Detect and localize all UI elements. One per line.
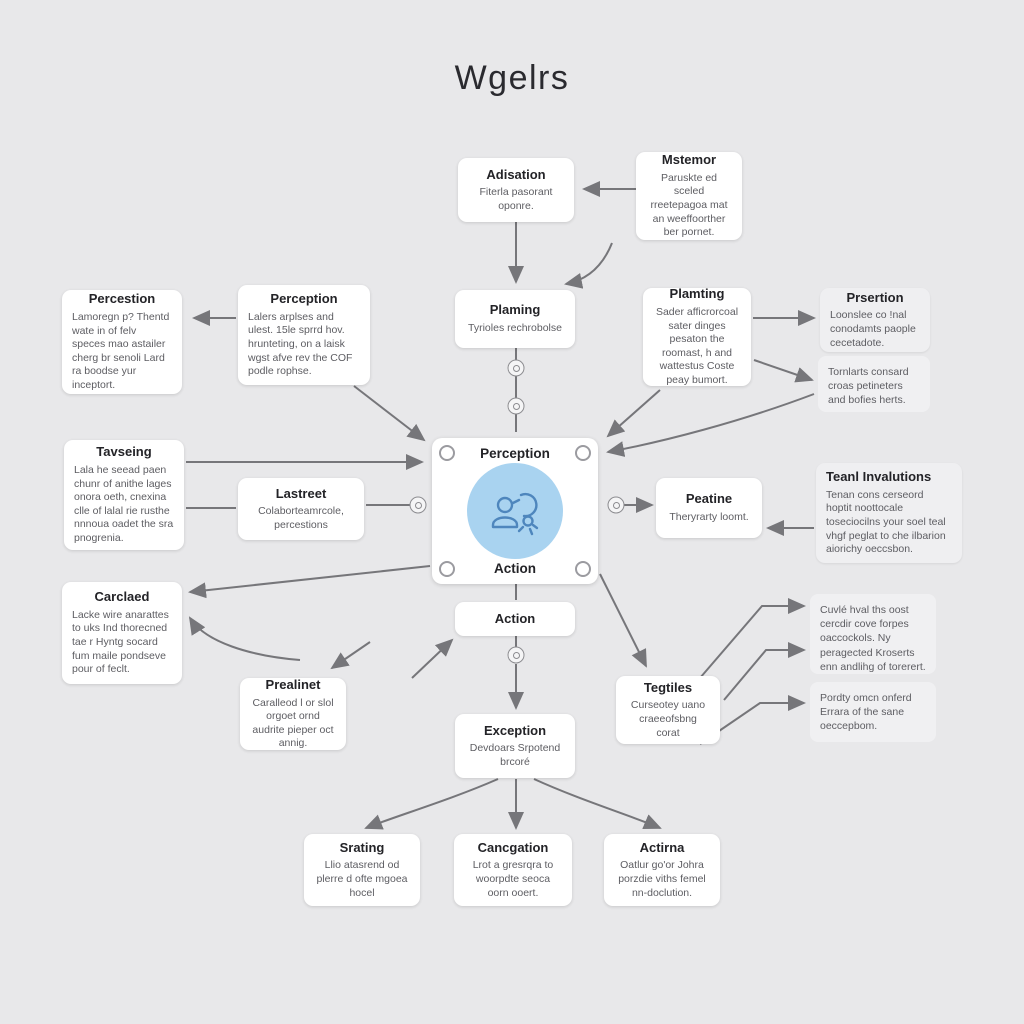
node-tegtiles[interactable]: Tegtiles Curseotey uano craeeofsbng cora…: [616, 676, 720, 744]
node-body: Llio atasrend od plerre d ofte mgoea hoc…: [316, 859, 408, 899]
node-perception[interactable]: Perception Lalers arplses and ulest. 15l…: [238, 285, 370, 385]
central-top-label: Perception: [480, 446, 550, 461]
node-body: Lala he seead paen chunr of anithe lages…: [74, 463, 174, 545]
node-body: Lrot a gresrqra to woorpdte seoca oorn o…: [472, 859, 554, 899]
people-robot-icon: [467, 463, 563, 559]
node-plaming[interactable]: Plaming Tyrioles rechrobolse: [455, 290, 575, 348]
node-title: Actirna: [639, 839, 685, 855]
node-peatine[interactable]: Peatine Theryrarty loomt.: [656, 478, 762, 538]
corner-circle-icon: [575, 561, 591, 577]
node-title: Perception: [270, 291, 338, 307]
node-body: Theryrarty loomt.: [669, 510, 749, 523]
central-node[interactable]: Perception Action: [432, 438, 598, 584]
node-body: Oatlur go'or Johra porzdie viths femel n…: [618, 859, 706, 899]
node-body: Caralleod l or slol orgoet ornd audrite …: [252, 696, 334, 750]
connector-badge-icon: [607, 496, 625, 514]
arrow-exception-actirna: [533, 778, 662, 830]
node-prsertion[interactable]: Prsertion Loonslee co !nal conodamts pao…: [820, 288, 930, 352]
node-body: Lalers arplses and ulest. 15le sprrd hov…: [248, 310, 353, 378]
node-title: Mstemor: [661, 152, 717, 168]
node-title: Peatine: [685, 491, 733, 507]
node-body: Tenan cons cerseord hoptit noottocale to…: [826, 488, 946, 556]
node-exception[interactable]: Exception Devdoars Srpotend brcoré: [455, 714, 575, 778]
node-body: Loonslee co !nal conodamts paople ceceta…: [830, 309, 916, 349]
node-carclaed[interactable]: Carclaed Lacke wire anarattes to uks Ind…: [62, 582, 182, 684]
node-body: Tyrioles rechrobolse: [468, 321, 562, 334]
node-title: Lastreet: [275, 485, 327, 501]
arrow-plamting-central: [606, 389, 661, 438]
node-tavseing[interactable]: Tavseing Lala he seead paen chunr of ani…: [64, 440, 184, 550]
connector-badge-icon: [409, 496, 427, 514]
node-title: Cancgation: [477, 839, 549, 855]
arrow-central-carclaed: [188, 565, 431, 599]
arrow-central-tegtiles: [599, 573, 647, 668]
node-title: Percestion: [88, 291, 156, 307]
arrow-plamting-tornlarts: [753, 359, 814, 383]
node-title: Tavseing: [96, 444, 152, 460]
node-title: Carclaed: [94, 589, 150, 605]
node-body: Devdoars Srpotend brcoré: [469, 742, 561, 768]
panel-body: Tornlarts consard croas petineters and b…: [828, 366, 909, 407]
node-title: Plamting: [669, 286, 725, 302]
connector-badge-icon: [507, 646, 525, 664]
corner-circle-icon: [439, 445, 455, 461]
node-body: Lamoregn p? Thentd wate in of felv spece…: [72, 310, 170, 392]
node-action[interactable]: Action: [455, 602, 575, 636]
node-title: Prsertion: [846, 289, 904, 305]
panel-tornlarts[interactable]: Tornlarts consard croas petineters and b…: [818, 356, 930, 412]
node-body: Curseotey uano craeeofsbng corat: [630, 699, 706, 739]
node-title: Srating: [339, 839, 385, 855]
node-srating[interactable]: Srating Llio atasrend od plerre d ofte m…: [304, 834, 420, 906]
node-prealinet[interactable]: Prealinet Caralleod l or slol orgoet orn…: [240, 676, 346, 750]
arrow-tegtiles-cuvle-2: [723, 642, 806, 701]
node-title: Plaming: [489, 302, 541, 318]
node-title: Exception: [483, 722, 547, 738]
node-cancgation[interactable]: Cancgation Lrot a gresrqra to woorpdte s…: [454, 834, 572, 906]
node-title: Action: [494, 611, 536, 627]
node-lastreet[interactable]: Lastreet Colaborteamrcole, percestions: [238, 478, 364, 540]
node-title: Tegtiles: [643, 679, 693, 695]
node-body: Paruskte ed sceled rreetepagoa mat an we…: [650, 171, 728, 239]
node-adisation[interactable]: Adisation Fiterla pasorant oponre.: [458, 158, 574, 222]
node-title: Teanl Invalutions: [826, 469, 932, 485]
node-title: Adisation: [486, 166, 546, 182]
node-teanl-invalutions[interactable]: Teanl Invalutions Tenan cons cerseord ho…: [816, 463, 962, 563]
panel-pordty[interactable]: Pordty omcn onferd Errara of the sane oe…: [810, 682, 936, 742]
connector-badge-icon: [507, 397, 525, 415]
panel-body: Pordty omcn onferd Errara of the sane oe…: [820, 692, 912, 733]
node-plamting[interactable]: Plamting Sader afficrorcoal sater dinges…: [643, 286, 751, 387]
panel-body: Cuvlé hval ths oost cercdir cove forpes …: [820, 604, 926, 673]
node-body: Lacke wire anarattes to uks Ind thorecne…: [72, 608, 169, 676]
node-body: Fiterla pasorant oponre.: [479, 186, 553, 212]
corner-circle-icon: [575, 445, 591, 461]
node-actirna[interactable]: Actirna Oatlur go'or Johra porzdie viths…: [604, 834, 720, 906]
arrow-perception-central: [353, 385, 426, 442]
node-mstemor[interactable]: Mstemor Paruskte ed sceled rreetepagoa m…: [636, 152, 742, 240]
arrow-curve-carclaed: [188, 616, 301, 661]
arrow-exception-srating: [364, 778, 499, 830]
arrow-to-action: [411, 638, 454, 679]
arrow-curve-top: [564, 242, 613, 289]
central-bottom-label: Action: [494, 561, 536, 576]
node-body: Sader afficrorcoal sater dinges pesaton …: [655, 305, 739, 387]
arrow-tegtiles-cuvle-1: [699, 598, 806, 679]
page-title: Wgelrs: [454, 58, 570, 97]
node-title: Prealinet: [265, 676, 321, 692]
arrow-to-prealinet: [330, 641, 371, 670]
connector-badge-icon: [507, 359, 525, 377]
corner-circle-icon: [439, 561, 455, 577]
panel-cuvle[interactable]: Cuvlé hval ths oost cercdir cove forpes …: [810, 594, 936, 674]
node-percestion[interactable]: Percestion Lamoregn p? Thentd wate in of…: [62, 290, 182, 394]
arrow-tornlarts-central: [606, 393, 815, 457]
node-body: Colaborteamrcole, percestions: [258, 505, 344, 531]
